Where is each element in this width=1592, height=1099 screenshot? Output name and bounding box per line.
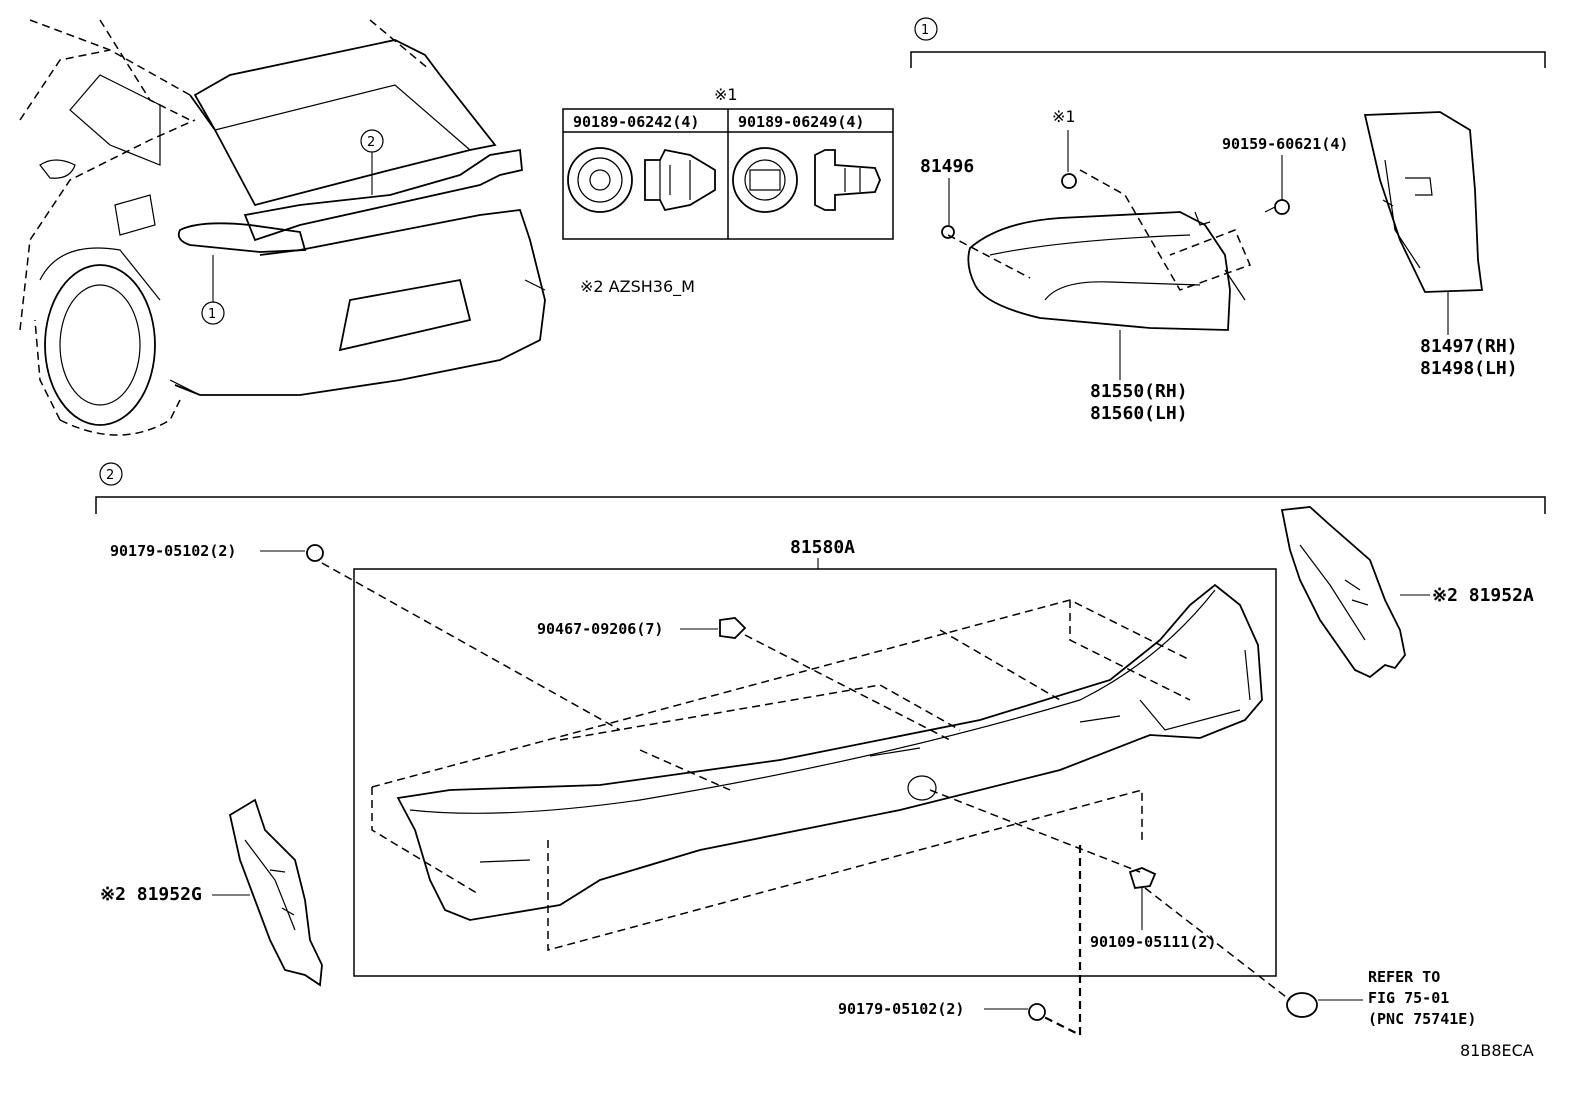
- clip-90179-bottom: [1028, 1003, 1046, 1021]
- clip-06249-front-view: [732, 147, 798, 213]
- panel-81580A-frame: [353, 568, 1277, 977]
- back-door-garnish-81580A: [396, 583, 1263, 921]
- label-81560: 81560(LH): [1090, 403, 1188, 424]
- group-1: 1 81496 ※1 90159-60621(4) 81550(RH) 8156…: [910, 17, 1546, 424]
- refer-line-1: REFER TO: [1368, 968, 1440, 986]
- rear-combination-lamp-81550: [967, 211, 1231, 331]
- clip-star1: [1061, 173, 1077, 189]
- clip-90467: [719, 617, 747, 639]
- vehicle-callout-2-text: 2: [367, 135, 375, 150]
- label-81952A: ※2 81952A: [1432, 585, 1534, 606]
- clip-90179-top: [306, 544, 324, 562]
- group-2-marker-text: 2: [106, 468, 114, 483]
- side-garnish-81952A: [1280, 506, 1406, 679]
- group-1-bracket: [910, 51, 1546, 68]
- vehicle-rear-illustration: 2 1: [19, 19, 546, 436]
- label-81550: 81550(RH): [1090, 381, 1188, 402]
- refer-line-2: FIG 75-01: [1368, 989, 1449, 1007]
- table-part-90189-06242: 90189-06242(4): [573, 113, 699, 131]
- table-note: ※1: [714, 85, 738, 104]
- label-81952G: ※2 81952G: [100, 884, 202, 905]
- table-part-90189-06249: 90189-06249(4): [738, 113, 864, 131]
- clip-06242-front-view: [567, 147, 633, 213]
- label-90179-bottom: 90179-05102(2): [838, 1000, 964, 1018]
- label-note-star1: ※1: [1052, 107, 1076, 126]
- label-90467: 90467-09206(7): [537, 620, 663, 638]
- emblem-reference: [1286, 992, 1318, 1018]
- group-2: 2 81580A 90179-05102(2) 90467-09206(7): [95, 462, 1546, 1037]
- clip-06249-side-view: [814, 149, 881, 211]
- grommet-81496: [941, 225, 955, 239]
- refer-line-3: (PNC 75741E): [1368, 1010, 1476, 1028]
- group-1-marker: [914, 17, 938, 41]
- vehicle-callout-1-text: 1: [208, 307, 216, 322]
- clip-06242-side-view: [644, 148, 716, 212]
- lamp-cover-81497: [1363, 111, 1484, 293]
- label-81580A: 81580A: [790, 537, 855, 558]
- label-90179-top: 90179-05102(2): [110, 542, 236, 560]
- model-note: ※2 AZSH36_M: [580, 277, 695, 297]
- group-2-bracket: [95, 496, 1546, 514]
- group-2-marker: [99, 462, 123, 486]
- label-81498: 81498(LH): [1420, 358, 1518, 379]
- label-90109: 90109-05111(2): [1090, 933, 1216, 951]
- group-1-marker-text: 1: [921, 23, 929, 38]
- label-81497: 81497(RH): [1420, 336, 1518, 357]
- fastener-table: ※1 90189-06242(4) 90189-06249(4): [562, 85, 894, 240]
- clip-90109: [1128, 867, 1157, 889]
- drawing-code: 81B8ECA: [1460, 1041, 1534, 1060]
- side-garnish-81952G: [228, 798, 323, 987]
- label-81496: 81496: [920, 156, 974, 177]
- label-90159: 90159-60621(4): [1222, 135, 1348, 153]
- screw-90159: [1274, 199, 1290, 215]
